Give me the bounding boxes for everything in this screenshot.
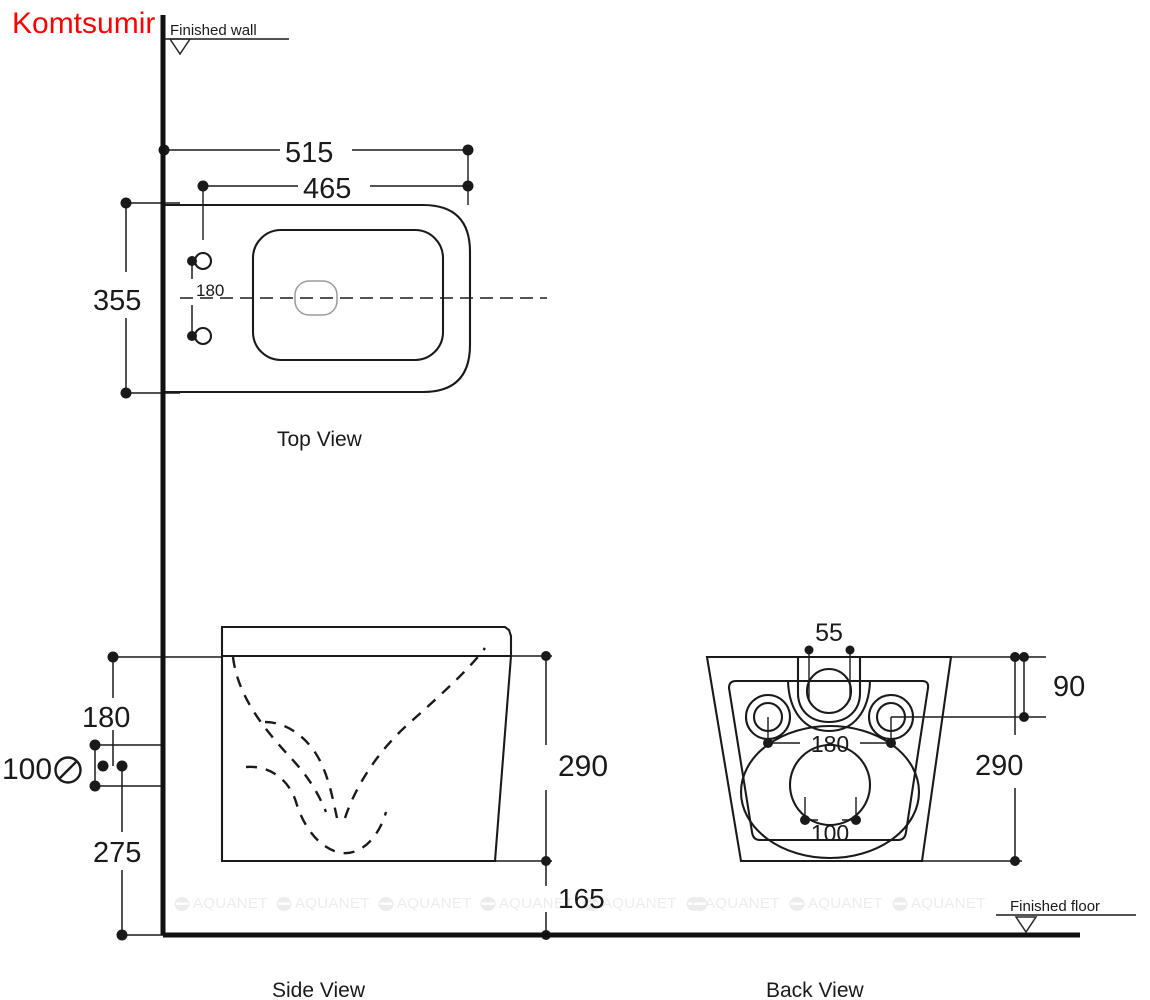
dim-back-inlet-to-bolt: 90 xyxy=(1053,671,1085,703)
dim-dot xyxy=(89,739,101,751)
finished-floor-note: Finished floor xyxy=(996,898,1136,934)
wall-level-triangle-icon xyxy=(168,38,192,56)
dim-dot xyxy=(1019,652,1029,662)
side-view-trap-lower xyxy=(245,765,388,855)
top-view-rim-outline xyxy=(251,228,445,362)
dim-side-outlet-diameter: 100 xyxy=(2,753,52,786)
watermark-text: AQUANET xyxy=(705,895,780,912)
back-view-inlet-outline xyxy=(796,657,862,724)
back-view-label: Back View xyxy=(766,979,864,1000)
dim-dot xyxy=(1019,712,1029,722)
dim-dot xyxy=(89,780,101,792)
back-view-outlet-oval xyxy=(739,724,921,860)
dim-back-inlet-diameter: 55 xyxy=(815,619,843,647)
watermark-text: AQUANET xyxy=(295,895,370,912)
side-view: 290 165 180 100 275 Side View xyxy=(2,625,608,1000)
diameter-symbol-icon xyxy=(54,756,82,784)
watermark-text: AQUANET xyxy=(397,895,472,912)
side-view-trap-right xyxy=(343,647,486,819)
dim-dot xyxy=(120,197,132,209)
top-view-outlet-shape xyxy=(294,280,338,316)
watermark-komtsumir: Komtsumir xyxy=(12,7,155,40)
watermark-aquanet-row-lower: AQUANET AQUANET AQUANET AQUANET AQUANET … xyxy=(174,895,986,912)
back-view-inner-outline xyxy=(727,679,930,842)
side-view-body-outline xyxy=(220,625,513,863)
dim-side-floor-gap: 165 xyxy=(558,883,605,914)
watermark-aquanet-row-back xyxy=(692,897,708,911)
watermark-text: AQUANET xyxy=(808,895,883,912)
dim-dot xyxy=(107,651,119,663)
watermark-text: AQUANET xyxy=(499,895,574,912)
side-view-trap-mid xyxy=(264,720,339,819)
dim-top-bowl-depth: 465 xyxy=(303,173,351,205)
dim-top-overall-depth: 515 xyxy=(285,137,333,169)
finished-wall-label: Finished wall xyxy=(170,22,257,39)
finished-floor-label: Finished floor xyxy=(1010,898,1100,915)
back-view-inlet-arc-outer xyxy=(786,680,872,733)
side-view-label: Side View xyxy=(272,979,366,1000)
top-view: 180 515 465 355 Top View xyxy=(93,137,547,451)
dim-side-outlet-height: 275 xyxy=(93,837,141,869)
dim-back-bolt-spacing: 180 xyxy=(811,731,849,757)
top-view-mount-hole xyxy=(193,251,213,271)
watermark-text: AQUANET xyxy=(602,895,677,912)
dim-side-bolt-height: 180 xyxy=(82,702,130,734)
dim-top-bolt-spacing: 180 xyxy=(196,281,224,300)
back-view-inlet-bore xyxy=(805,667,853,715)
top-view-mount-hole xyxy=(193,326,213,346)
dim-dot xyxy=(541,651,551,661)
dim-back-bowl-height: 290 xyxy=(975,750,1023,782)
side-view-trap-outer xyxy=(231,656,328,813)
dim-top-overall-width: 355 xyxy=(93,285,141,317)
dim-dot xyxy=(1010,652,1020,662)
finished-wall-note: Finished wall xyxy=(163,22,289,56)
back-view-outlet-bore xyxy=(788,743,872,827)
dim-back-outlet-diameter: 100 xyxy=(811,820,849,846)
watermark-text: AQUANET xyxy=(911,895,986,912)
watermark-text: AQUANET xyxy=(193,895,268,912)
dim-dot xyxy=(120,387,132,399)
top-view-label: Top View xyxy=(277,428,363,451)
floor-level-triangle-icon xyxy=(1014,916,1038,934)
dim-side-bowl-height: 290 xyxy=(558,750,608,783)
back-view: 55 90 290 180 100 Back View xyxy=(705,619,1085,1000)
dim-dot xyxy=(462,180,474,192)
dim-dot xyxy=(97,760,109,772)
